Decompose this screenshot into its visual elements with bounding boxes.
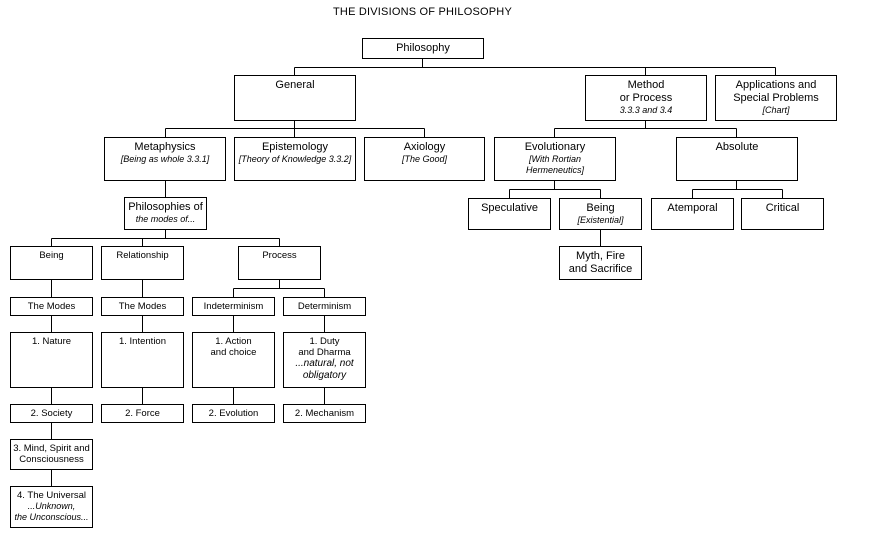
node-absolute: Absolute [676,137,798,181]
node-label: 1. Intention [118,336,166,347]
node-society: 2. Society [10,404,93,423]
connector [692,180,783,198]
node-myth: Myth, Fire and Sacrifice [559,246,642,280]
node-modes-relationship: The Modes [101,297,184,316]
node-sublabel: the modes of... [135,214,196,224]
node-sublabel: [The Good] [401,154,448,164]
node-label: 1. Nature [31,336,72,347]
node-label: General [275,79,315,91]
node-being-existential: Being [Existential] [559,198,642,230]
node-being: Being [10,246,93,280]
node-label: 2. Force [125,408,160,419]
node-critical: Critical [741,198,824,230]
node-relationship: Relationship [101,246,184,280]
connector [51,229,280,246]
node-speculative: Speculative [468,198,551,230]
node-evolution: 2. Evolution [192,404,275,423]
node-label: 3. Mind, Spirit and [13,443,90,454]
node-label: Relationship [116,250,169,261]
node-label: 2. Mechanism [294,408,355,419]
node-sublabel: Hermeneutics] [525,165,585,175]
node-duty: 1. Duty and Dharma ...natural, not oblig… [283,332,366,388]
node-label: Philosophies of [128,201,203,213]
node-label: Atemporal [667,202,718,214]
diagram-title: THE DIVISIONS OF PHILOSOPHY [333,6,512,18]
node-axiology: Axiology [The Good] [364,137,485,181]
node-label: Being [39,250,64,261]
node-sublabel: [Being as whole 3.3.1] [120,154,210,164]
node-label: 4. The Universal [17,490,86,501]
node-label: Method [627,79,665,91]
node-label: and Sacrifice [568,263,633,275]
node-sublabel: [Theory of Knowledge 3.3.2] [238,154,352,164]
node-metaphysics: Metaphysics [Being as whole 3.3.1] [104,137,226,181]
node-label: Determinism [297,301,352,312]
node-sublabel: obligatory [302,370,347,381]
node-action: 1. Action and choice [192,332,275,388]
node-sublabel: 3.3.3 and 3.4 [619,105,673,115]
node-general: General [234,75,356,121]
node-label: Special Problems [733,92,819,104]
node-force: 2. Force [101,404,184,423]
node-label: 2. Society [30,408,73,419]
node-applications: Applications and Special Problems [Chart… [715,75,837,121]
node-label: 1. Duty [309,336,340,347]
node-mind: 3. Mind, Spirit and Consciousness [10,439,93,470]
node-label: Being [586,202,615,214]
node-sublabel: [With Rortian [529,154,581,164]
node-label: Philosophy [396,42,450,54]
node-mechanism: 2. Mechanism [283,404,366,423]
node-indeterminism: Indeterminism [192,297,275,316]
node-label: Axiology [403,141,446,153]
node-nature: 1. Nature [10,332,93,388]
node-sublabel: the Unconscious... [14,512,89,522]
node-label: Applications and [735,79,817,91]
node-modes-being: The Modes [10,297,93,316]
node-sublabel: [Chart] [762,105,790,115]
node-process: Process [238,246,321,280]
node-evolutionary: Evolutionary [With Rortian Hermeneutics] [494,137,616,181]
connector [509,180,601,198]
node-philosophy: Philosophy [362,38,484,59]
node-label: 1. Action [215,336,252,347]
node-label: The Modes [118,301,167,312]
connector [294,58,776,75]
node-philosophies-of: Philosophies of the modes of... [124,197,207,230]
node-label: Indeterminism [203,301,264,312]
node-epistemology: Epistemology [Theory of Knowledge 3.3.2] [234,137,356,181]
node-label: Speculative [481,202,538,214]
node-method: Method or Process 3.3.3 and 3.4 [585,75,707,121]
node-label: Evolutionary [524,141,586,153]
node-label: Epistemology [261,141,329,153]
node-label: 2. Evolution [208,408,259,419]
node-sublabel: ...natural, not [295,358,354,369]
node-label: Critical [765,202,800,214]
node-sublabel: [Existential] [577,215,624,225]
node-label: and choice [210,347,257,358]
node-atemporal: Atemporal [651,198,734,230]
node-determinism: Determinism [283,297,366,316]
node-label: Metaphysics [134,141,196,153]
node-sublabel: ...Unknown, [27,501,76,511]
node-universal: 4. The Universal ...Unknown, the Unconsc… [10,486,93,528]
node-label: Process [262,250,297,261]
connector [554,120,737,137]
node-label: The Modes [27,301,76,312]
node-label: Absolute [715,141,759,153]
node-label: and Dharma [298,347,351,358]
node-label: or Process [619,92,673,104]
connector [165,120,425,137]
node-label: Myth, Fire [576,250,625,262]
node-intention: 1. Intention [101,332,184,388]
node-label: Consciousness [19,454,84,465]
connector [233,279,325,297]
